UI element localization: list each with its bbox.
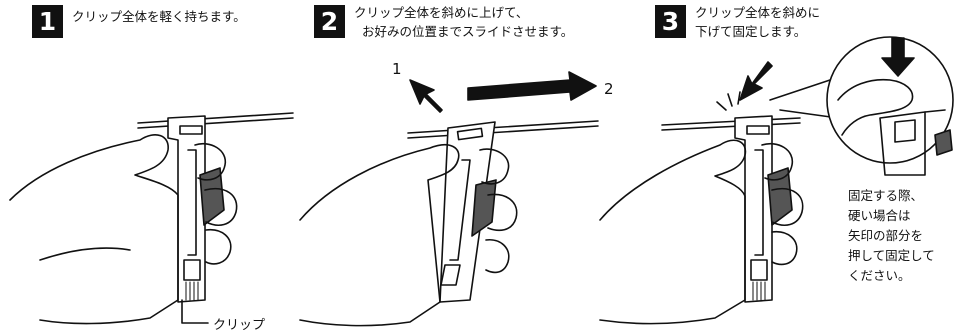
panel-2-hand: [299, 144, 460, 327]
clip-part-label: クリップ: [213, 318, 266, 333]
arrow-down-left: [739, 61, 773, 101]
panel-2-wire: [407, 120, 599, 134]
panel-1-illustration: [9, 112, 294, 325]
step-3-badge: 3: [655, 5, 686, 38]
fixing-note: 固定する際、 硬い場合は 矢印の部分を 押して固定して ください。: [848, 188, 935, 283]
panel-3-wire: [661, 117, 801, 126]
arrow-label-1: 1: [392, 60, 402, 78]
step-1-caption: クリップ全体を軽く持ちます。: [72, 9, 246, 24]
step-1-badge: 1: [32, 5, 63, 38]
step-3-caption: クリップ全体を斜めに 下げて固定します。: [695, 5, 821, 39]
step-2-caption: クリップ全体を斜めに上げて、 お好みの位置までスライドさせます。: [354, 5, 574, 39]
clip-label-leader: [181, 299, 209, 324]
panel-1-wire: [137, 112, 294, 124]
panel-1-hand: [9, 134, 179, 325]
arrow-right: [467, 71, 597, 101]
arrow-up-left: [409, 79, 443, 113]
zoom-circle: [826, 36, 954, 164]
arrow-down-zoom: [881, 37, 915, 77]
panel-2-illustration: [299, 71, 599, 327]
arrow-label-2: 2: [604, 80, 614, 98]
step-2-badge: 2: [314, 5, 345, 38]
panel-3-hand: [599, 139, 747, 325]
panel-3-illustration: [599, 36, 954, 325]
